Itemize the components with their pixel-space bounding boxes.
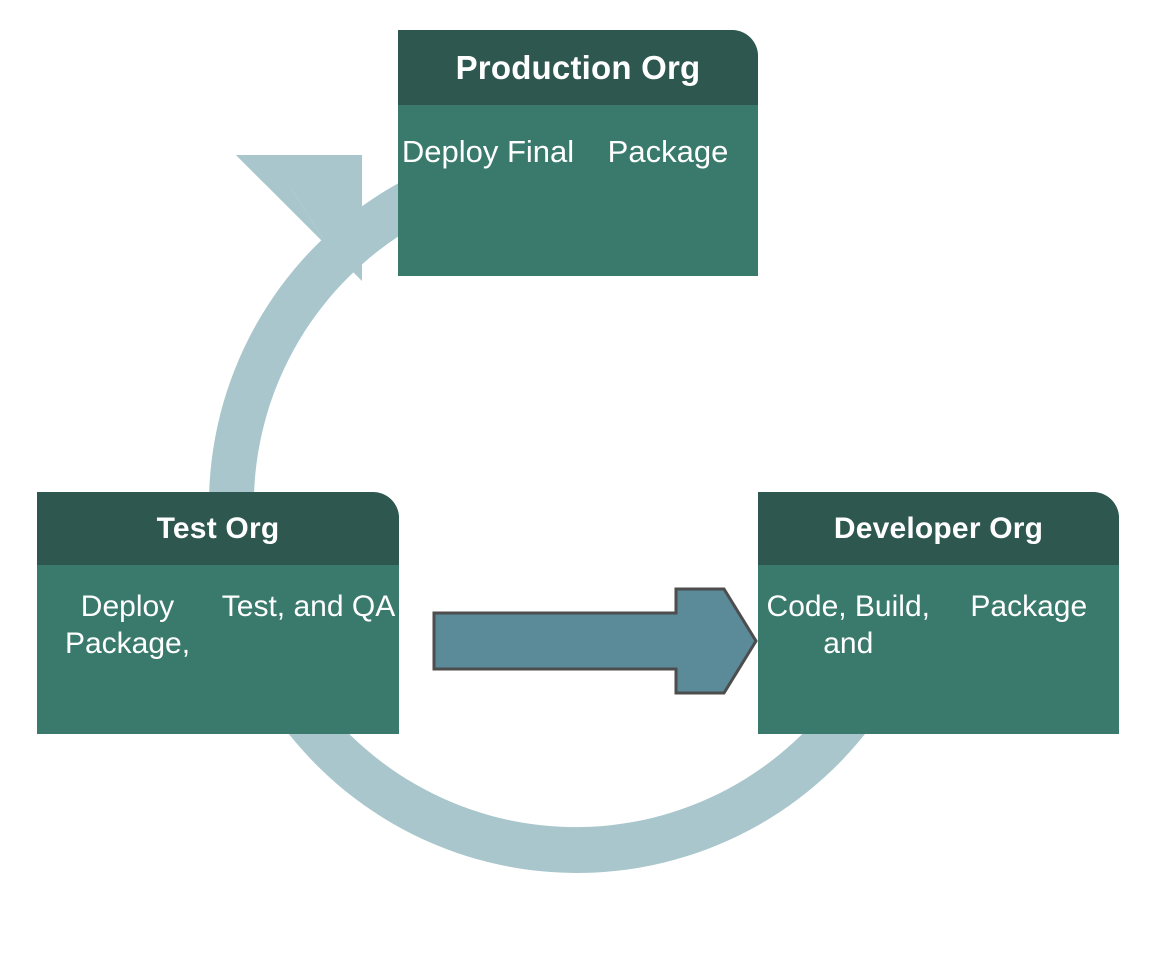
node-developer-org-body: Code, Build, and Package [758, 565, 1119, 734]
cycle-arrowhead-tip [236, 155, 330, 249]
node-test-org-title: Test Org [37, 492, 399, 565]
node-test-org-body: Deploy Package, Test, and QA [37, 565, 399, 734]
node-developer-org-body-line-1: Code, Build, and [766, 590, 930, 660]
node-developer-org-title: Developer Org [758, 492, 1119, 565]
node-production-org-body: Deploy Final Package [398, 105, 758, 276]
node-test-org[interactable]: Test Org Deploy Package, Test, and QA [37, 492, 399, 734]
block-arrow-right-icon [432, 587, 758, 695]
node-developer-org-body-line-2: Package [970, 590, 1088, 623]
node-developer-org[interactable]: Developer Org Code, Build, and Package [758, 492, 1119, 734]
cycle-arrowhead [236, 155, 362, 281]
node-production-org[interactable]: Production Org Deploy Final Package [398, 30, 758, 276]
node-test-org-body-line-2: Test, and QA [221, 590, 396, 623]
node-test-org-body-line-1: Deploy Package, [64, 590, 191, 660]
node-production-org-body-line-2: Package [607, 134, 729, 169]
node-production-org-body-line-1: Deploy Final [401, 134, 575, 169]
node-production-org-title: Production Org [398, 30, 758, 105]
